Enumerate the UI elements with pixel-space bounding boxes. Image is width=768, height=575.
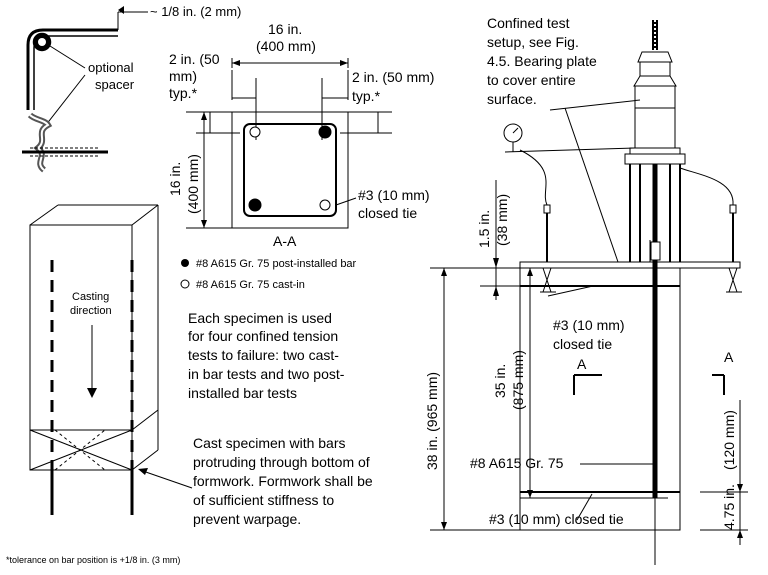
tie-label-2: closed tie — [358, 205, 417, 221]
casting-label-1: Casting — [72, 291, 109, 303]
dim-38: 38 in. (965 mm) — [424, 372, 440, 470]
spacer-detail — [22, 6, 148, 173]
section-mark-left: A — [577, 356, 587, 372]
right-cover-2: typ.* — [352, 88, 381, 104]
left-cover-3: typ.* — [169, 85, 198, 101]
section-outline — [231, 111, 349, 229]
cross-section — [186, 58, 392, 229]
setup-note-line: setup, see Fig. — [487, 34, 579, 50]
cast-note-line: protruding through bottom of — [193, 454, 370, 470]
left-cover-2: mm) — [169, 68, 197, 84]
dim-475: 4.75 in. — [721, 484, 737, 530]
bearing-plate — [519, 261, 741, 269]
section-tie — [243, 123, 337, 217]
bar-label: #8 A615 Gr. 75 — [470, 455, 564, 471]
setup-note-line: Confined test — [487, 15, 570, 31]
gap-label: ~ 1/8 in. (2 mm) — [150, 4, 241, 19]
cast-note: Cast specimen with bars protruding throu… — [193, 435, 373, 527]
setup-note-line: surface. — [487, 91, 537, 107]
tolerance-note: *tolerance on bar position is +1/8 in. (… — [6, 555, 180, 565]
dim-35-b: (875 mm) — [510, 350, 526, 410]
specimen-note-line: tests to failure: two cast- — [188, 347, 339, 363]
specimen-note-line: installed bar tests — [188, 385, 297, 401]
legend-post-installed: #8 A615 Gr. 75 post-installed bar — [196, 258, 357, 270]
section-mark-right: A — [724, 349, 734, 365]
reaction-plate — [624, 153, 686, 165]
spacer-label-2: spacer — [95, 77, 135, 92]
bar-post-installed-bl — [248, 198, 262, 212]
section-name: A-A — [273, 233, 297, 249]
dim-1-5-a: 1.5 in. — [476, 210, 492, 248]
dim-1-5-b: (38 mm) — [494, 194, 510, 246]
spacer-label-1: optional — [88, 60, 134, 75]
formwork-front — [29, 224, 133, 431]
specimen-note-line: Each specimen is used — [188, 310, 332, 326]
test-setup — [430, 20, 748, 565]
formwork-box — [29, 204, 193, 515]
setup-note-line: 4.5. Bearing plate — [487, 53, 597, 69]
dim-35-a: 35 in. — [492, 364, 508, 398]
actuator-top — [637, 51, 673, 63]
height-label-1: 16 in. — [167, 162, 183, 196]
specimen-note: Each specimen is used for four confined … — [188, 310, 345, 401]
casting-label-2: direction — [70, 305, 112, 317]
setup-note: Confined test setup, see Fig. 4.5. Beari… — [487, 15, 597, 107]
left-cover-1: 2 in. (50 — [169, 51, 220, 67]
width-label-2: (400 mm) — [256, 38, 316, 54]
cast-note-line: formwork. Formwork shall be — [193, 473, 373, 489]
cast-note-line: prevent warpage. — [193, 511, 301, 527]
hydraulic-jack — [634, 85, 676, 149]
legend-filled-dot — [181, 259, 189, 267]
tie-bottom-label: #3 (10 mm) closed tie — [489, 511, 624, 527]
bar-cast-in-tl — [249, 126, 261, 138]
cast-note-line: Cast specimen with bars — [193, 435, 346, 451]
specimen-note-line: in bar tests and two post- — [188, 366, 345, 382]
tie-label-1: #3 (10 mm) — [358, 187, 430, 203]
setup-note-line: to cover entire — [487, 72, 576, 88]
legend-cast-in: #8 A615 Gr. 75 cast-in — [196, 279, 305, 291]
specimen-note-line: for four confined tension — [188, 328, 338, 344]
bar-cast-in-br — [319, 199, 331, 211]
tie-top-label-1: #3 (10 mm) — [553, 317, 625, 333]
right-cover-1: 2 in. (50 mm) — [352, 69, 434, 85]
tie-top-label-2: closed tie — [553, 336, 612, 352]
cast-note-line: of sufficient stiffness to — [193, 492, 334, 508]
dim-120: (120 mm) — [721, 410, 737, 470]
height-label-2: (400 mm) — [185, 154, 201, 214]
legend-open-dot — [180, 279, 190, 289]
corner-bar-outer — [26, 28, 118, 110]
width-label-1: 16 in. — [268, 21, 302, 37]
bar-post-installed-tr — [318, 125, 332, 139]
